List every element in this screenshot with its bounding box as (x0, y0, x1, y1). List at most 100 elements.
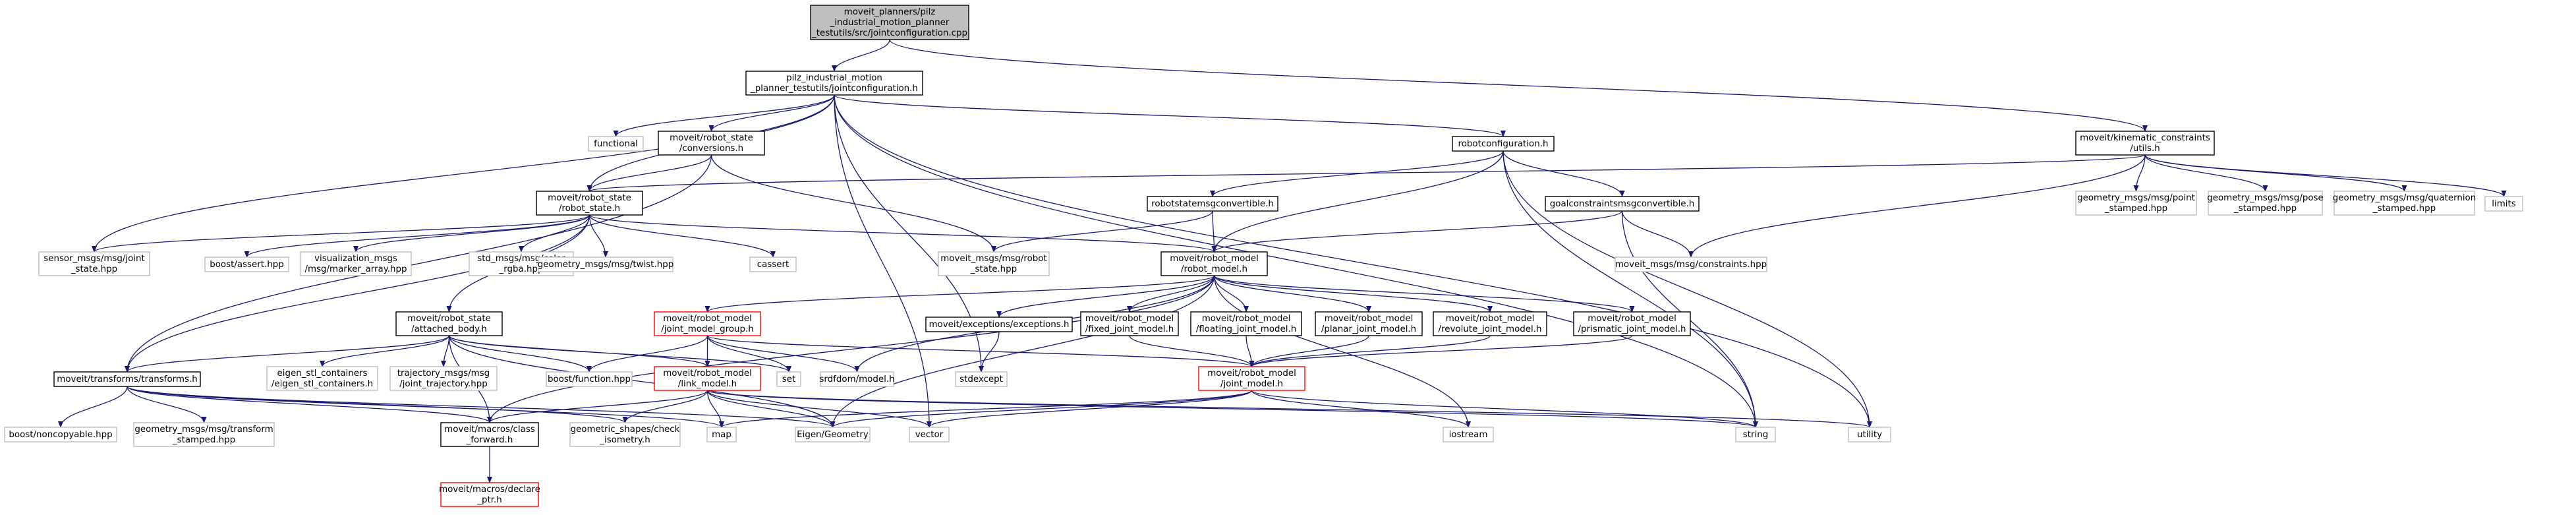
node-label-line: /eigen_stl_containers.h (272, 379, 373, 389)
node-box (2208, 191, 2323, 216)
edge-robot_state-to-color_rgba (519, 214, 590, 253)
node-label-line: _state.hpp (970, 264, 1017, 274)
node-label-line: _forward.h (466, 435, 513, 445)
node-label-line: moveit_planners/pilz (844, 7, 936, 17)
node-label-line: geometry_msgs/msg/point (2077, 193, 2195, 203)
node-label-line: _industrial_motion_planner (830, 18, 950, 28)
edge-joint_model-to-eigen_geometry (830, 390, 1253, 428)
node-label-line: moveit/robot_state (670, 133, 753, 143)
node-joint_trajectory: trajectory_msgs/msg/joint_trajectory.hpp (389, 366, 498, 391)
edge-kinematic_constraints_utils-to-robot_state (587, 154, 2146, 192)
node-label-line: /utils.h (2130, 144, 2160, 154)
node-link_model[interactable]: moveit/robot_model/link_model.h (654, 366, 761, 391)
node-box (749, 257, 797, 272)
node-attached_body[interactable]: moveit/robot_state/attached_body.h (395, 311, 503, 336)
edge-transforms-to-boost_noncopyable (58, 386, 128, 428)
node-robot_state[interactable]: moveit/robot_state/robot_state.h (536, 191, 643, 216)
node-label-line: moveit/macros/class (444, 425, 535, 435)
node-map: map (706, 427, 737, 442)
edge-robot_model-to-prismatic_joint (1213, 275, 1635, 313)
node-planar_joint[interactable]: moveit/robot_model/planar_joint_model.h (1315, 311, 1423, 336)
node-box (1615, 257, 1767, 272)
edge-joint_model-to-vector (927, 390, 1253, 428)
edge-prismatic_joint-to-joint_model (1249, 335, 1633, 367)
node-constraints_msg: moveit_msgs/msg/constraints.hpp (1615, 257, 1767, 272)
node-box (1573, 311, 1691, 336)
node-declare_ptr[interactable]: moveit/macros/declare_ptr.h (439, 482, 540, 507)
node-point_stamped: geometry_msgs/msg/point_stamped.hpp (2075, 191, 2197, 216)
edge-robot_model-to-exceptions (996, 275, 1215, 318)
node-kinematic_constraints_utils[interactable]: moveit/kinematic_constraints/utils.h (2075, 131, 2215, 156)
node-box (389, 366, 498, 391)
node-transform_stamped: geometry_msgs/msg/transform_stamped.hpp (133, 422, 275, 447)
node-joint_model_group[interactable]: moveit/robot_model/joint_model_group.h (654, 311, 761, 336)
edge-link_model-to-check_isometry (622, 390, 708, 423)
node-transforms[interactable]: moveit/transforms/transforms.h (53, 371, 201, 387)
edge-revolute_joint-to-joint_model (1249, 335, 1491, 367)
node-label-line: /attached_body.h (411, 324, 487, 334)
node-robotconfiguration[interactable]: robotconfiguration.h (1452, 136, 1555, 152)
node-box (2484, 196, 2523, 212)
edge-link_model-to-class_forward (487, 390, 708, 423)
edge-attached_body-to-link_model (448, 335, 710, 367)
node-box (1848, 427, 1891, 442)
edge-jointconfiguration_h-to-string (834, 94, 1758, 428)
node-label-line: stdexcept (959, 375, 1003, 384)
node-floating_joint[interactable]: moveit/robot_model/floating_joint_model.… (1190, 311, 1302, 336)
node-label-line: /link_model.h (678, 379, 737, 389)
node-eigen_stl: eigen_stl_containers/eigen_stl_container… (266, 366, 378, 391)
node-twist: geometry_msgs/msg/twist.hpp (538, 257, 674, 272)
edge-joint_model_group-to-boost_function (587, 335, 708, 373)
node-set: set (776, 371, 801, 387)
edge-robot_state-to-twist (588, 214, 608, 258)
edge-jointconfiguration_h-to-vector (834, 94, 932, 428)
node-label-line: moveit/robot_model (1588, 314, 1676, 324)
node-label-line: moveit/macros/declare (439, 485, 540, 495)
node-class_forward[interactable]: moveit/macros/class_forward.h (440, 422, 539, 447)
node-boost_noncopyable: boost/noncopyable.hpp (4, 427, 117, 442)
node-boost_assert: boost/assert.hpp (204, 257, 289, 272)
edge-robotstatemsgconvertible-to-robot_state_msg (991, 210, 1213, 253)
edge-conversions-to-robot_state (587, 154, 712, 192)
node-label-line: /planar_joint_model.h (1321, 324, 1416, 334)
node-box (745, 71, 923, 96)
node-root[interactable]: moveit_planners/pilz_industrial_motion_p… (810, 5, 969, 40)
edge-link_model-to-utility (706, 390, 1872, 428)
node-eigen_geometry: Eigen/Geometry (795, 427, 871, 442)
node-quaternion_stamped: geometry_msgs/msg/quaternion_stamped.hpp (2333, 191, 2476, 216)
node-box (1735, 427, 1776, 442)
node-box (658, 131, 765, 156)
node-goalconstraintsmsgconvertible[interactable]: goalconstraintsmsgconvertible.h (1545, 196, 1700, 212)
edge-goalconstraintsmsgconvertible-to-robot_model (1211, 210, 1623, 253)
edge-joint_model-to-iostream (1251, 390, 1471, 428)
node-label-line: robotconfiguration.h (1458, 139, 1549, 149)
node-box (569, 422, 681, 447)
node-robot_model[interactable]: moveit/robot_model/robot_model.h (1160, 251, 1268, 276)
node-label-line: _stamped.hpp (2372, 204, 2436, 214)
node-label-line: functional (594, 139, 638, 149)
nodes-layer: moveit_planners/pilz_industrial_motion_p… (4, 5, 2523, 507)
node-label-line: geometry_msgs/msg/twist.hpp (538, 260, 674, 270)
node-exceptions[interactable]: moveit/exceptions/exceptions.h (925, 317, 1073, 332)
node-fixed_joint[interactable]: moveit/robot_model/fixed_joint_model.h (1080, 311, 1179, 336)
edge-robot_state-to-boost_assert (244, 214, 590, 258)
edge-goalconstraintsmsgconvertible-to-constraints_msg (1621, 210, 1694, 258)
node-box (955, 371, 1008, 387)
node-robotstatemsgconvertible[interactable]: robotstatemsgconvertible.h (1147, 196, 1278, 212)
node-box (1160, 251, 1268, 276)
edge-kinematic_constraints_utils-to-limits (2144, 154, 2507, 197)
node-conversions[interactable]: moveit/robot_state/conversions.h (658, 131, 765, 156)
node-box (2075, 131, 2215, 156)
node-label-line: _ptr.h (476, 495, 501, 505)
node-limits: limits (2484, 196, 2523, 212)
node-label-line: /floating_joint_model.h (1196, 324, 1297, 334)
node-prismatic_joint[interactable]: moveit/robot_model/prismatic_joint_model… (1573, 311, 1691, 336)
edge-exceptions-to-stdexcept (979, 331, 1000, 373)
node-label-line: moveit/robot_model (1207, 369, 1296, 379)
node-label-line: _stamped.hpp (2104, 204, 2167, 214)
node-jointconfiguration_h[interactable]: pilz_industrial_motion_planner_testutils… (745, 71, 923, 96)
node-joint_model[interactable]: moveit/robot_model/joint_model.h (1198, 366, 1305, 391)
node-label-line: eigen_stl_containers (277, 369, 368, 379)
node-revolute_joint[interactable]: moveit/robot_model/revolute_joint_model.… (1433, 311, 1547, 336)
